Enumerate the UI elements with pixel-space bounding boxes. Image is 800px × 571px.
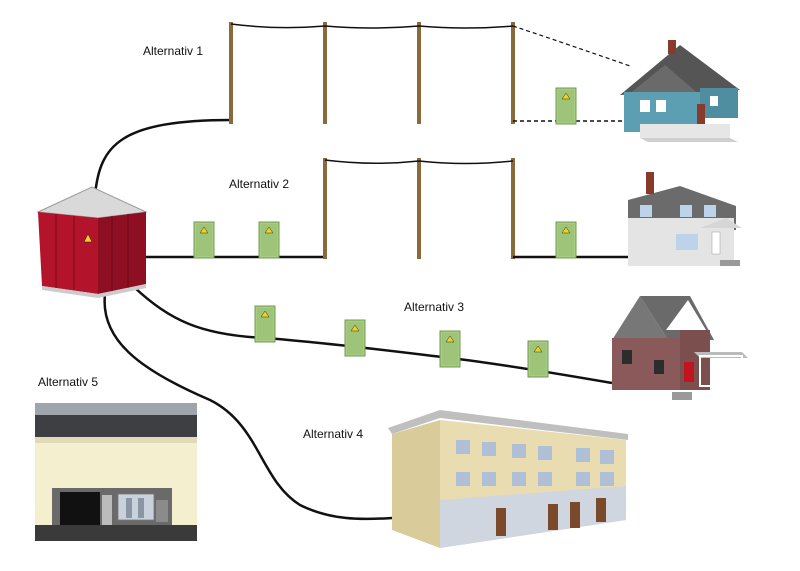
distribution-cabinet-icon xyxy=(555,221,577,259)
distribution-cabinet-icon xyxy=(555,87,577,125)
utility-pole-icon xyxy=(323,22,327,124)
alternative-1-label: Alternativ 1 xyxy=(143,44,204,58)
distribution-cabinet-icon xyxy=(527,340,549,378)
alternative-4-route xyxy=(103,293,393,521)
distribution-cabinet-icon xyxy=(258,221,280,259)
house-icon xyxy=(620,40,740,142)
alternative-5-label: Alternativ 5 xyxy=(38,375,99,389)
utility-pole-icon xyxy=(417,158,421,259)
house-icon xyxy=(628,172,742,266)
distribution-cabinet-icon xyxy=(439,330,461,368)
utility-pole-icon xyxy=(511,158,515,259)
alternative-3-route xyxy=(134,287,613,385)
alternative-2-route xyxy=(145,158,628,259)
utility-pole-icon xyxy=(417,22,421,124)
distribution-cabinet-icon xyxy=(193,221,215,259)
alternative-2-label: Alternativ 2 xyxy=(229,177,290,191)
alternative-3-label: Alternativ 3 xyxy=(404,300,465,314)
substation-icon xyxy=(36,186,148,298)
house-icon xyxy=(612,296,748,400)
utility-pole-icon xyxy=(511,22,515,124)
distribution-cabinet-icon xyxy=(344,319,366,357)
distribution-cabinet-icon xyxy=(254,305,276,343)
alternative-4-label: Alternativ 4 xyxy=(303,427,364,441)
apartment-building-icon xyxy=(388,410,628,548)
indoor-substation-icon xyxy=(35,403,197,541)
utility-pole-icon xyxy=(323,158,327,259)
alternative-1-route xyxy=(93,22,631,196)
utility-pole-icon xyxy=(229,22,233,124)
